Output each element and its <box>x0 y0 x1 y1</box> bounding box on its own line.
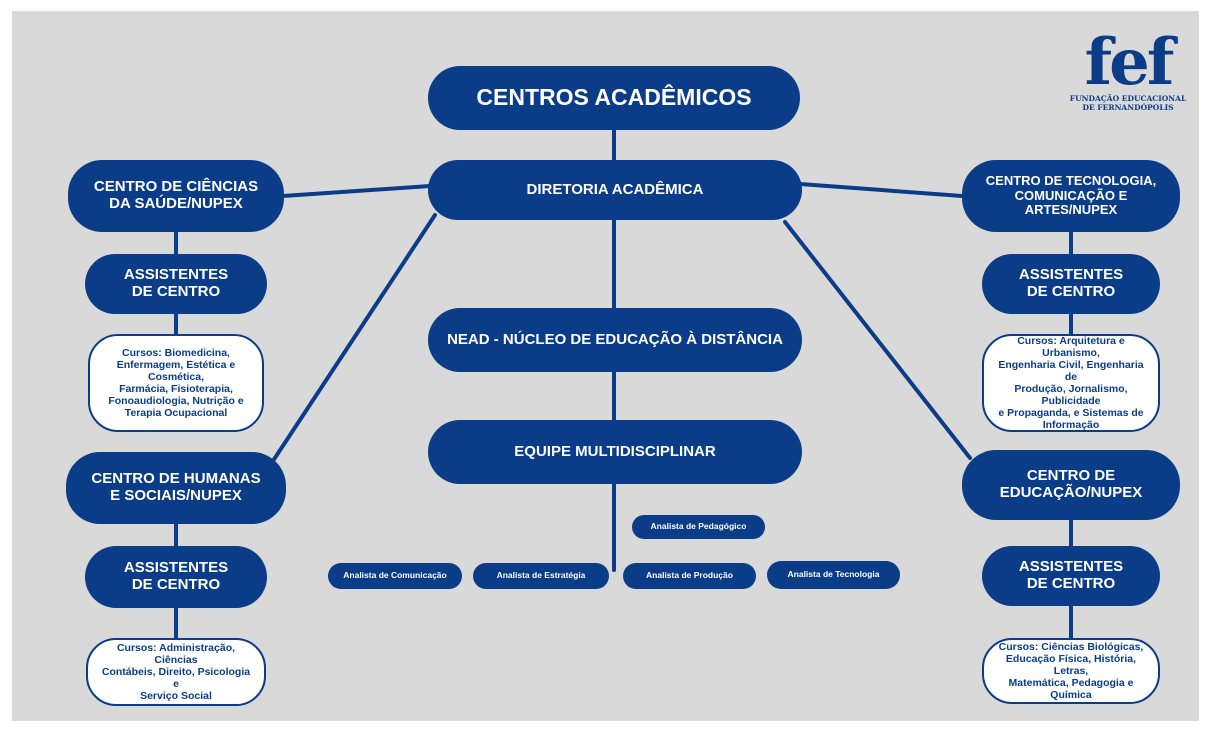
fef-logo: fef FUNDAÇÃO EDUCACIONAL DE FERNANDÓPOLI… <box>1068 25 1188 122</box>
analista-pedagogico-node: Analista de Pedagógico <box>632 515 765 539</box>
connector-diretoria-saude <box>281 184 432 198</box>
analista-producao-node: Analista de Produção <box>623 563 756 589</box>
centro-humanas-node: CENTRO DE HUMANAS E SOCIAIS/NUPEX <box>66 452 286 524</box>
tecnologia-assistentes-node: ASSISTENTES DE CENTRO <box>982 254 1160 314</box>
connector-diretoria-tecnologia <box>798 182 964 198</box>
educacao-cursos-box: Cursos: Ciências Biológicas, Educação Fí… <box>982 638 1160 704</box>
tecnologia-cursos-box: Cursos: Arquitetura e Urbanismo, Engenha… <box>982 334 1160 432</box>
humanas-assistentes-node: ASSISTENTES DE CENTRO <box>85 546 267 608</box>
analista-estrategia-node: Analista de Estratégia <box>473 563 609 589</box>
logo-mark: fef <box>1084 25 1175 100</box>
equipe-multidisciplinar-node: EQUIPE MULTIDISCIPLINAR <box>428 420 802 484</box>
analista-tecnologia-node: Analista de Tecnologia <box>767 561 900 589</box>
title-node: CENTROS ACADÊMICOS <box>428 66 800 130</box>
nead-node: NEAD - NÚCLEO DE EDUCAÇÃO À DISTÂNCIA <box>428 308 802 372</box>
centro-tecnologia-node: CENTRO DE TECNOLOGIA, COMUNICAÇÃO E ARTE… <box>962 160 1180 232</box>
centro-saude-node: CENTRO DE CIÊNCIAS DA SAÚDE/NUPEX <box>68 160 284 232</box>
centro-educacao-node: CENTRO DE EDUCAÇÃO/NUPEX <box>962 450 1180 520</box>
connector-diretoria-humanas <box>263 213 437 475</box>
diretoria-academica-node: DIRETORIA ACADÊMICA <box>428 160 802 220</box>
humanas-cursos-box: Cursos: Administração, Ciências Contábei… <box>86 638 266 706</box>
logo-subtitle: FUNDAÇÃO EDUCACIONAL DE FERNANDÓPOLIS <box>1069 94 1187 112</box>
analista-comunicacao-node: Analista de Comunicação <box>328 563 462 589</box>
connector-diretoria-educacao <box>783 220 972 460</box>
educacao-assistentes-node: ASSISTENTES DE CENTRO <box>982 546 1160 606</box>
saude-assistentes-node: ASSISTENTES DE CENTRO <box>85 254 267 314</box>
saude-cursos-box: Cursos: Biomedicina, Enfermagem, Estétic… <box>88 334 264 432</box>
